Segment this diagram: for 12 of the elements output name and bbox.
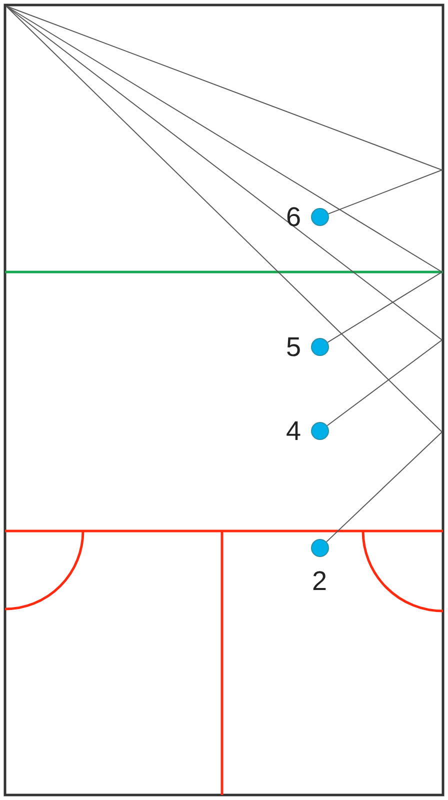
player-dot bbox=[311, 539, 329, 557]
position-number: 5 bbox=[286, 334, 302, 361]
position-number: 4 bbox=[286, 418, 302, 445]
trajectory-line bbox=[6, 6, 444, 214]
position-number: 2 bbox=[312, 568, 328, 595]
position-number: 6 bbox=[286, 204, 302, 231]
player-dot bbox=[311, 422, 329, 440]
player-dot bbox=[311, 338, 329, 356]
trajectory-line bbox=[6, 6, 443, 542]
trajectory-line bbox=[6, 6, 443, 343]
player-dot bbox=[311, 208, 329, 226]
trajectory-line bbox=[6, 6, 443, 426]
